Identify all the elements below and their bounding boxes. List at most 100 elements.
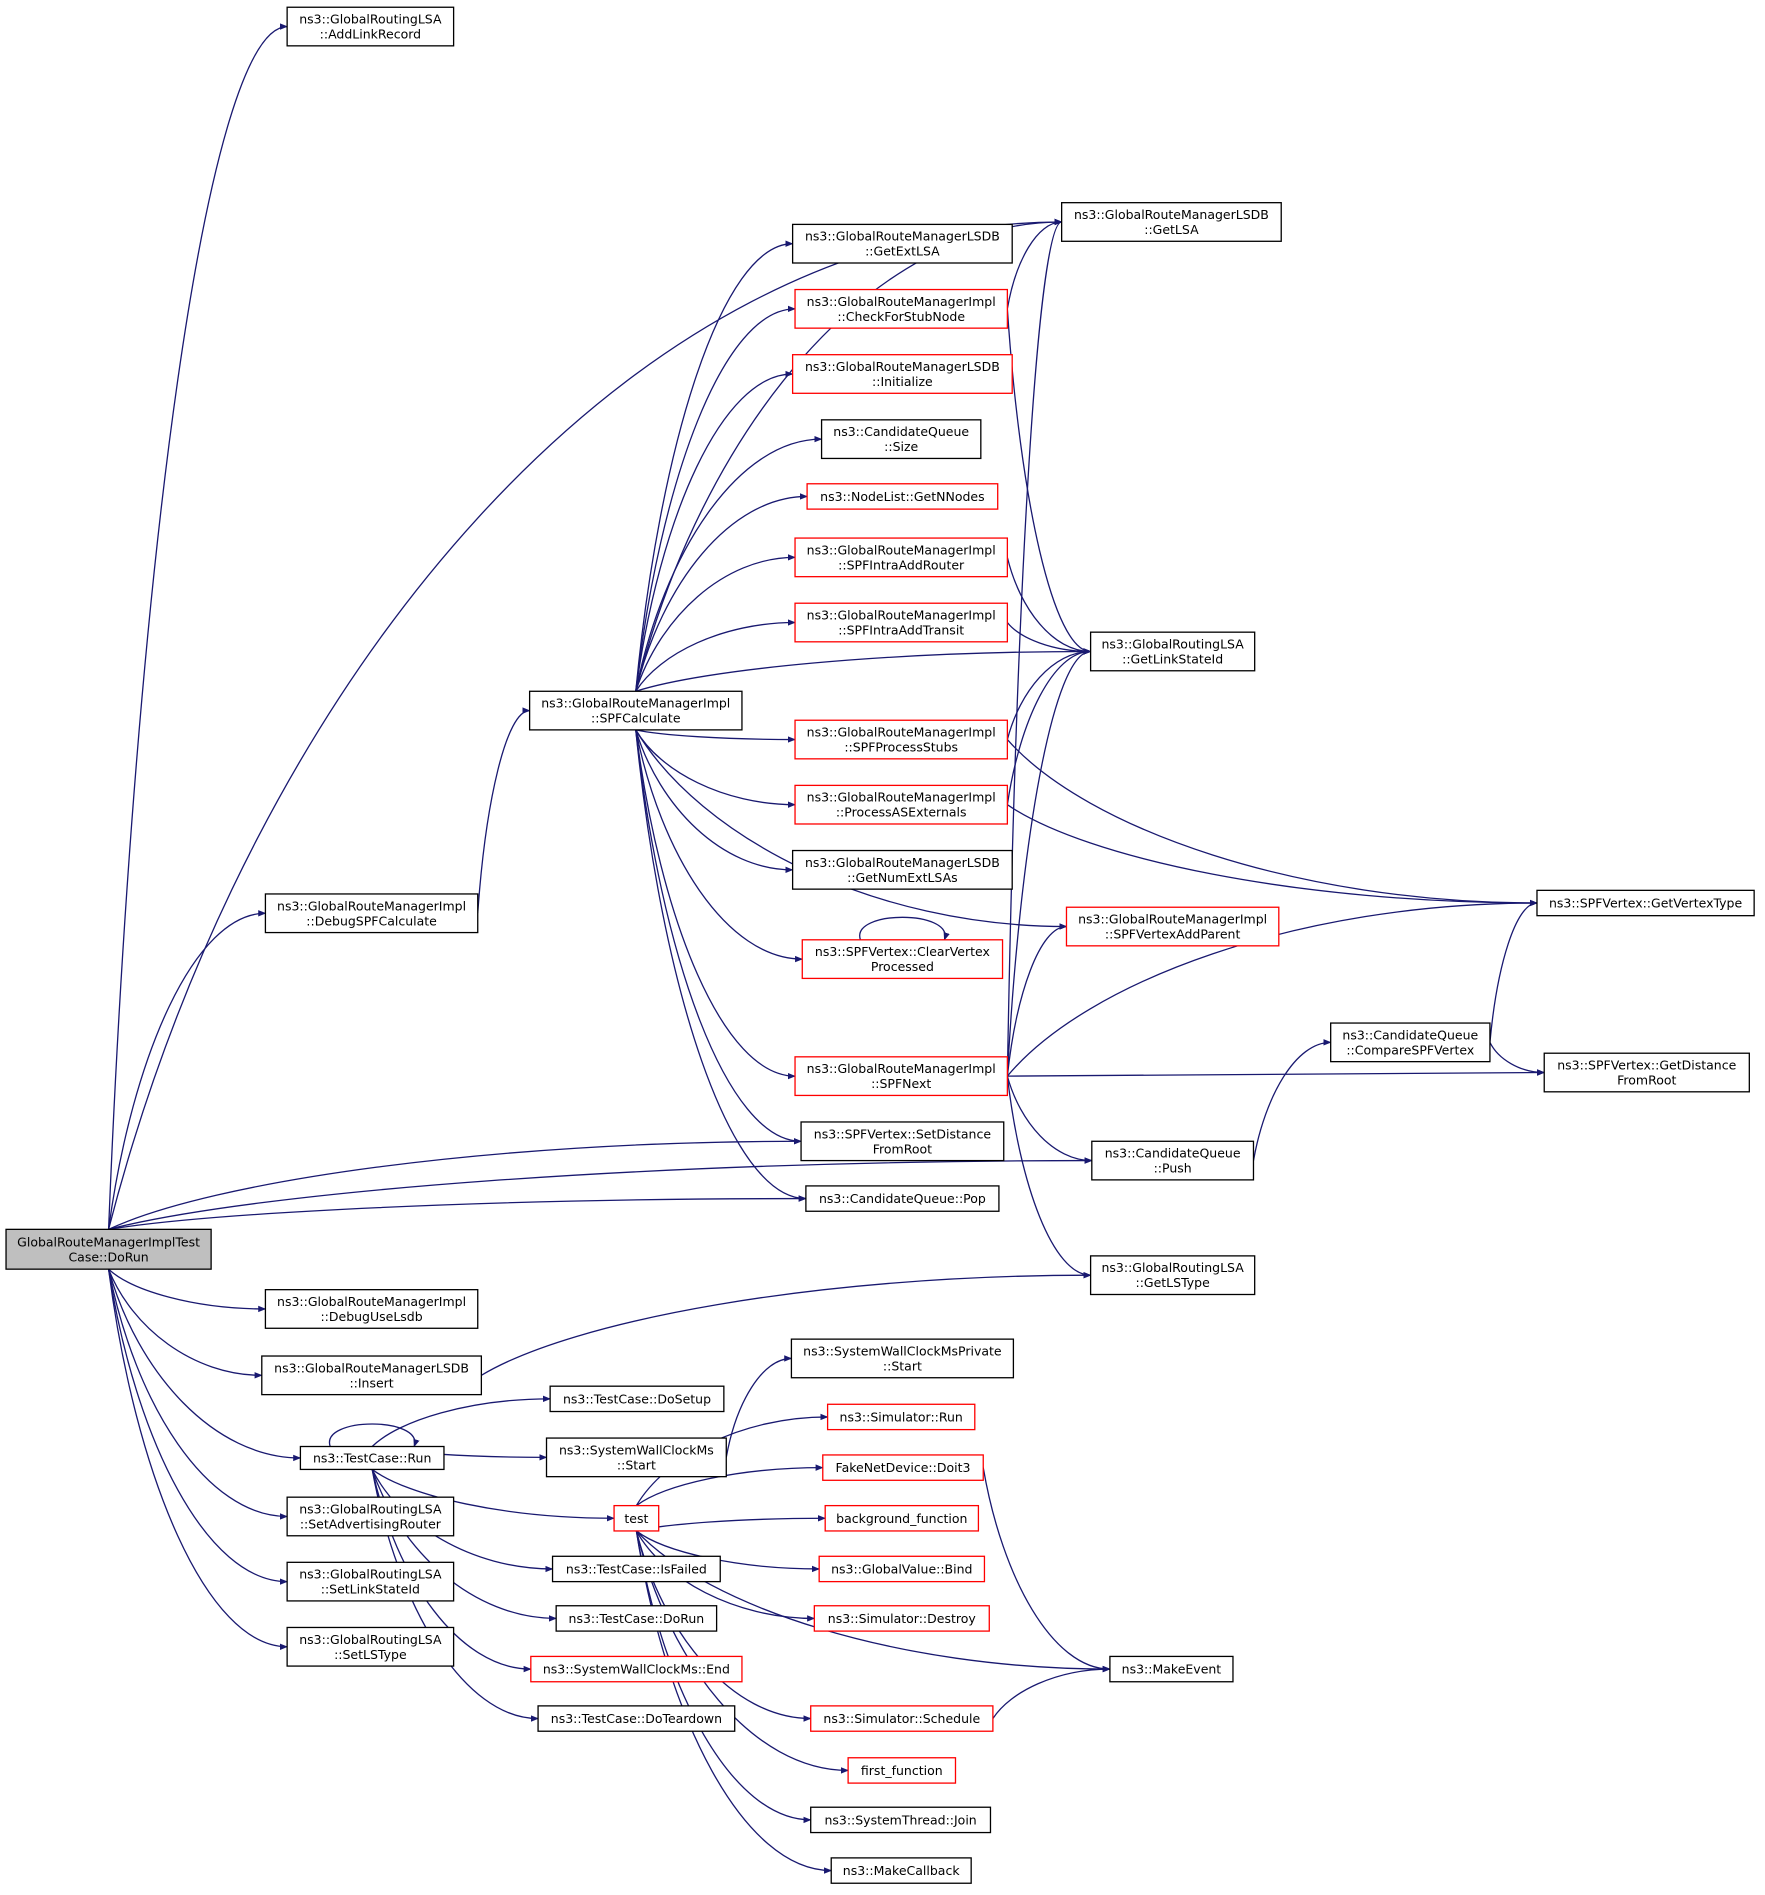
edge-spfCalc-to-getNumExt [635, 729, 794, 874]
node-box [5, 1228, 212, 1270]
edge-root-to-setLinkStateId [107, 1269, 288, 1585]
edge-lsdbInsert-to-getLSType [481, 1271, 1092, 1376]
node-label-line: ns3::GlobalValue::Bind [831, 1561, 972, 1576]
node-label-line: ns3::GlobalRouteManagerImpl [807, 294, 996, 309]
node-label-line: ::GetLSA [1144, 222, 1199, 237]
node-box [791, 849, 1013, 890]
node-tc-do-run[interactable]: ns3::TestCase::DoRun [555, 1605, 718, 1632]
node-box [813, 1605, 990, 1632]
node-label-line: ::ProcessASExternals [836, 805, 967, 820]
edge-compareSPF-to-getVertexType [1489, 899, 1538, 1043]
node-add-parent[interactable]: ns3::GlobalRouteManagerImpl::SPFVertexAd… [1065, 906, 1280, 947]
edge-addTransit-to-getLinkStateId [1006, 622, 1092, 655]
node-label-line: ns3::GlobalRouteManagerImpl [1078, 912, 1267, 927]
node-box [791, 223, 1013, 264]
node-set-link-state-id[interactable]: ns3::GlobalRoutingLSA::SetLinkStateId [286, 1561, 455, 1602]
node-label-line: ::Push [1154, 1161, 1192, 1176]
node-do-teardown[interactable]: ns3::TestCase::DoTeardown [537, 1705, 736, 1732]
edge-root-to-setLSType [107, 1269, 288, 1650]
node-lsdb-insert[interactable]: ns3::GlobalRouteManagerLSDB::Insert [261, 1355, 483, 1396]
node-get-link-state-id[interactable]: ns3::GlobalRoutingLSA::GetLinkStateId [1089, 631, 1256, 672]
node-box [545, 1437, 727, 1478]
node-cq-push[interactable]: ns3::CandidateQueue::Push [1091, 1140, 1255, 1181]
node-process-stubs[interactable]: ns3::GlobalRouteManagerImpl::SPFProcessS… [794, 719, 1009, 760]
node-label-line: ns3::SystemThread::Join [824, 1812, 976, 1827]
node-label-line: ::Initialize [872, 374, 933, 389]
node-add-transit[interactable]: ns3::GlobalRouteManagerImpl::SPFIntraAdd… [794, 602, 1009, 643]
node-label-line: ns3::GlobalRouteManagerLSDB [805, 359, 1000, 374]
node-set-adv-router[interactable]: ns3::GlobalRoutingLSA::SetAdvertisingRou… [286, 1496, 455, 1537]
node-get-ext-l-s-a[interactable]: ns3::GlobalRouteManagerLSDB::GetExtLSA [791, 223, 1013, 264]
node-bg-func[interactable]: background_function [824, 1504, 980, 1532]
node-box [847, 1757, 957, 1784]
node-get-l-s-type[interactable]: ns3::GlobalRoutingLSA::GetLSType [1089, 1255, 1256, 1296]
node-make-event[interactable]: ns3::MakeEvent [1109, 1655, 1234, 1683]
node-thread-join[interactable]: ns3::SystemThread::Join [810, 1806, 992, 1834]
node-get-num-ext[interactable]: ns3::GlobalRouteManagerLSDB::GetNumExtLS… [791, 849, 1013, 890]
node-label-line: ns3::GlobalRouteManagerImpl [807, 725, 996, 740]
node-get-n-nodes[interactable]: ns3::NodeList::GetNNodes [806, 483, 999, 510]
node-sim-destroy[interactable]: ns3::Simulator::Destroy [813, 1605, 990, 1632]
edge-root-to-cqPop [108, 1195, 807, 1230]
node-spf-calc[interactable]: ns3::GlobalRouteManagerImpl::SPFCalculat… [528, 690, 743, 731]
node-check-stub[interactable]: ns3::GlobalRouteManagerImpl::CheckForStu… [794, 288, 1009, 329]
node-label-line: ns3::CandidateQueue [1105, 1146, 1241, 1161]
node-process-a-s[interactable]: ns3::GlobalRouteManagerImpl::ProcessASEx… [794, 784, 1009, 825]
node-debug-s-p-f[interactable]: ns3::GlobalRouteManagerImpl::DebugSPFCal… [264, 893, 479, 934]
node-label-line: ::GetLSType [1135, 1275, 1210, 1290]
node-label-line: FromRoot [1617, 1073, 1676, 1088]
node-box [1089, 1255, 1256, 1296]
node-label-line: ::SPFProcessStubs [844, 740, 958, 755]
node-sim-schedule[interactable]: ns3::Simulator::Schedule [810, 1705, 994, 1732]
node-swc-end[interactable]: ns3::SystemWallClockMs::End [530, 1655, 743, 1683]
node-tc-run[interactable]: ns3::TestCase::Run [299, 1445, 445, 1471]
edge-tcRun-to-doSetup [371, 1395, 551, 1447]
node-add-router[interactable]: ns3::GlobalRouteManagerImpl::SPFIntraAdd… [794, 537, 1009, 578]
edge-spfCalc-to-checkStub [635, 305, 796, 692]
node-cq-pop[interactable]: ns3::CandidateQueue::Pop [805, 1185, 1000, 1212]
edge-spfCalc-to-cqPop [635, 729, 807, 1202]
node-test[interactable]: test [613, 1504, 660, 1532]
edge-test-to-threadJoin [635, 1530, 812, 1824]
node-get-vertex-type[interactable]: ns3::SPFVertex::GetVertexType [1536, 889, 1755, 917]
node-swc-start[interactable]: ns3::SystemWallClockMs::Start [545, 1437, 727, 1478]
node-spf-next[interactable]: ns3::GlobalRouteManagerImpl::SPFNext [794, 1056, 1009, 1097]
node-lsdb-init[interactable]: ns3::GlobalRouteManagerLSDB::Initialize [791, 354, 1013, 394]
node-label-line: ns3::GlobalRouteManagerImpl [541, 696, 730, 711]
node-gv-bind[interactable]: ns3::GlobalValue::Bind [818, 1555, 986, 1583]
node-get-l-s-a[interactable]: ns3::GlobalRouteManagerLSDB::GetLSA [1061, 202, 1282, 242]
node-sim-run[interactable]: ns3::Simulator::Run [826, 1403, 976, 1431]
node-debug-lsdb[interactable]: ns3::GlobalRouteManagerImpl::DebugUseLsd… [264, 1289, 479, 1329]
node-swc-priv-start[interactable]: ns3::SystemWallClockMsPrivate::Start [790, 1338, 1015, 1379]
node-label-line: ns3::GlobalRouteManagerImpl [807, 790, 996, 805]
node-doit3[interactable]: FakeNetDevice::Doit3 [822, 1454, 984, 1481]
edge-checkStub-to-getLSA [1006, 218, 1063, 309]
node-label-line: ::SetAdvertisingRouter [300, 1516, 442, 1531]
node-make-callback[interactable]: ns3::MakeCallback [830, 1857, 972, 1884]
node-compare-s-p-f[interactable]: ns3::CandidateQueue::CompareSPFVertex [1330, 1022, 1491, 1063]
node-label-line: ns3::SPFVertex::ClearVertex [815, 944, 990, 959]
node-label-line: background_function [836, 1511, 967, 1526]
node-box [818, 1555, 986, 1583]
node-add-link-record[interactable]: ns3::GlobalRoutingLSA::AddLinkRecord [286, 6, 455, 47]
node-label-line: ::SPFNext [871, 1076, 931, 1091]
node-label-line: ::DebugUseLsdb [320, 1309, 422, 1324]
node-box [794, 602, 1009, 643]
node-label-line: ::DebugSPFCalculate [306, 913, 437, 928]
edge-root-to-lsdbInsert [107, 1268, 263, 1379]
node-box [1065, 906, 1280, 947]
node-is-failed[interactable]: ns3::TestCase::IsFailed [551, 1555, 721, 1583]
node-box [822, 1454, 984, 1481]
node-box [613, 1504, 660, 1532]
node-label-line: ::SPFVertexAddParent [1105, 927, 1241, 942]
edge-spfCalc-to-lsdbInit [635, 370, 794, 692]
node-set-l-s-type[interactable]: ns3::GlobalRoutingLSA::SetLSType [286, 1626, 455, 1667]
node-cq-size[interactable]: ns3::CandidateQueue::Size [820, 419, 982, 460]
node-do-setup[interactable]: ns3::TestCase::DoSetup [549, 1385, 725, 1413]
node-label-line: ns3::GlobalRouteManagerImpl [807, 542, 996, 557]
node-first-func[interactable]: first_function [847, 1757, 957, 1784]
